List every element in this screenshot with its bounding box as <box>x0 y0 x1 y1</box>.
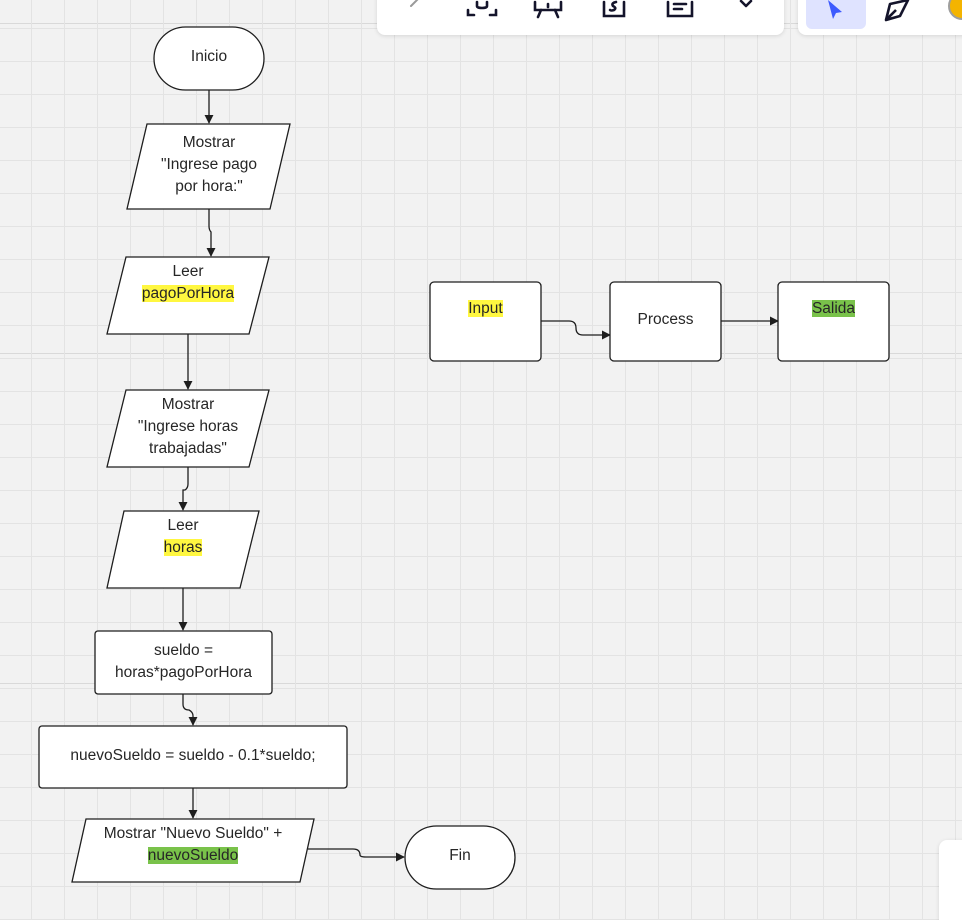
connector-calc-salary-to-calc-new-salary[interactable] <box>182 694 198 726</box>
ipo-output-box[interactable] <box>777 281 890 362</box>
ipo-output-label: Salida <box>811 300 856 317</box>
pen-tool-icon[interactable] <box>878 0 912 36</box>
select-tool-button[interactable] <box>806 0 866 29</box>
connector-show-result-to-end[interactable] <box>308 848 405 862</box>
document-dollar-icon[interactable] <box>597 0 631 36</box>
show-pay-prompt-io[interactable] <box>126 123 291 210</box>
connector-show-hours-to-read-hours[interactable] <box>178 467 189 511</box>
calc-salary-label: sueldo = horas*pagoPorHora <box>114 642 252 681</box>
ipo-input-box[interactable] <box>429 281 542 362</box>
show-hours-prompt-label: Mostrar "Ingrese horas trabajadas" <box>137 396 239 457</box>
chevron-down-icon[interactable] <box>729 0 763 36</box>
read-hours-label: Leer horas <box>163 517 203 556</box>
ipo-process-box[interactable] <box>609 281 722 362</box>
connector-show-pay-to-read-pay[interactable] <box>206 209 216 257</box>
show-result-variable: nuevoSueldo <box>147 847 239 864</box>
notes-icon[interactable] <box>663 0 697 36</box>
show-hours-prompt-io[interactable] <box>106 389 270 468</box>
ipo-input-label: Input <box>468 300 503 317</box>
calc-new-salary-label: nuevoSueldo = sueldo - 0.1*sueldo; <box>70 747 316 764</box>
ipo-process-label: Process <box>637 311 694 328</box>
end-terminal[interactable] <box>404 825 516 890</box>
start-terminal[interactable] <box>153 26 265 91</box>
connectors <box>178 90 779 862</box>
select-cursor-icon <box>828 0 842 19</box>
minimap-panel[interactable] <box>939 840 962 920</box>
end-label: Fin <box>449 847 471 864</box>
show-result-label: Mostrar "Nuevo Sueldo" + nuevoSueldo <box>103 825 283 864</box>
calc-salary-process[interactable] <box>94 630 273 695</box>
calc-new-salary-process[interactable] <box>38 725 348 789</box>
start-label: Inicio <box>190 48 228 65</box>
avatar[interactable] <box>944 0 962 36</box>
connector-input-to-process[interactable] <box>541 320 611 340</box>
presentation-icon[interactable] <box>531 0 565 36</box>
read-pay-variable: pagoPorHora <box>141 285 235 302</box>
main-toolbar <box>377 0 784 35</box>
read-pay-label: Leer pagoPorHora <box>141 263 235 302</box>
read-hours-variable: horas <box>163 539 203 556</box>
frame-capture-icon[interactable] <box>465 0 499 36</box>
tools-toolbar <box>798 0 962 35</box>
show-pay-prompt-label: Mostrar "Ingrese pago por hora:" <box>161 134 257 195</box>
pen-icon[interactable] <box>403 0 437 36</box>
